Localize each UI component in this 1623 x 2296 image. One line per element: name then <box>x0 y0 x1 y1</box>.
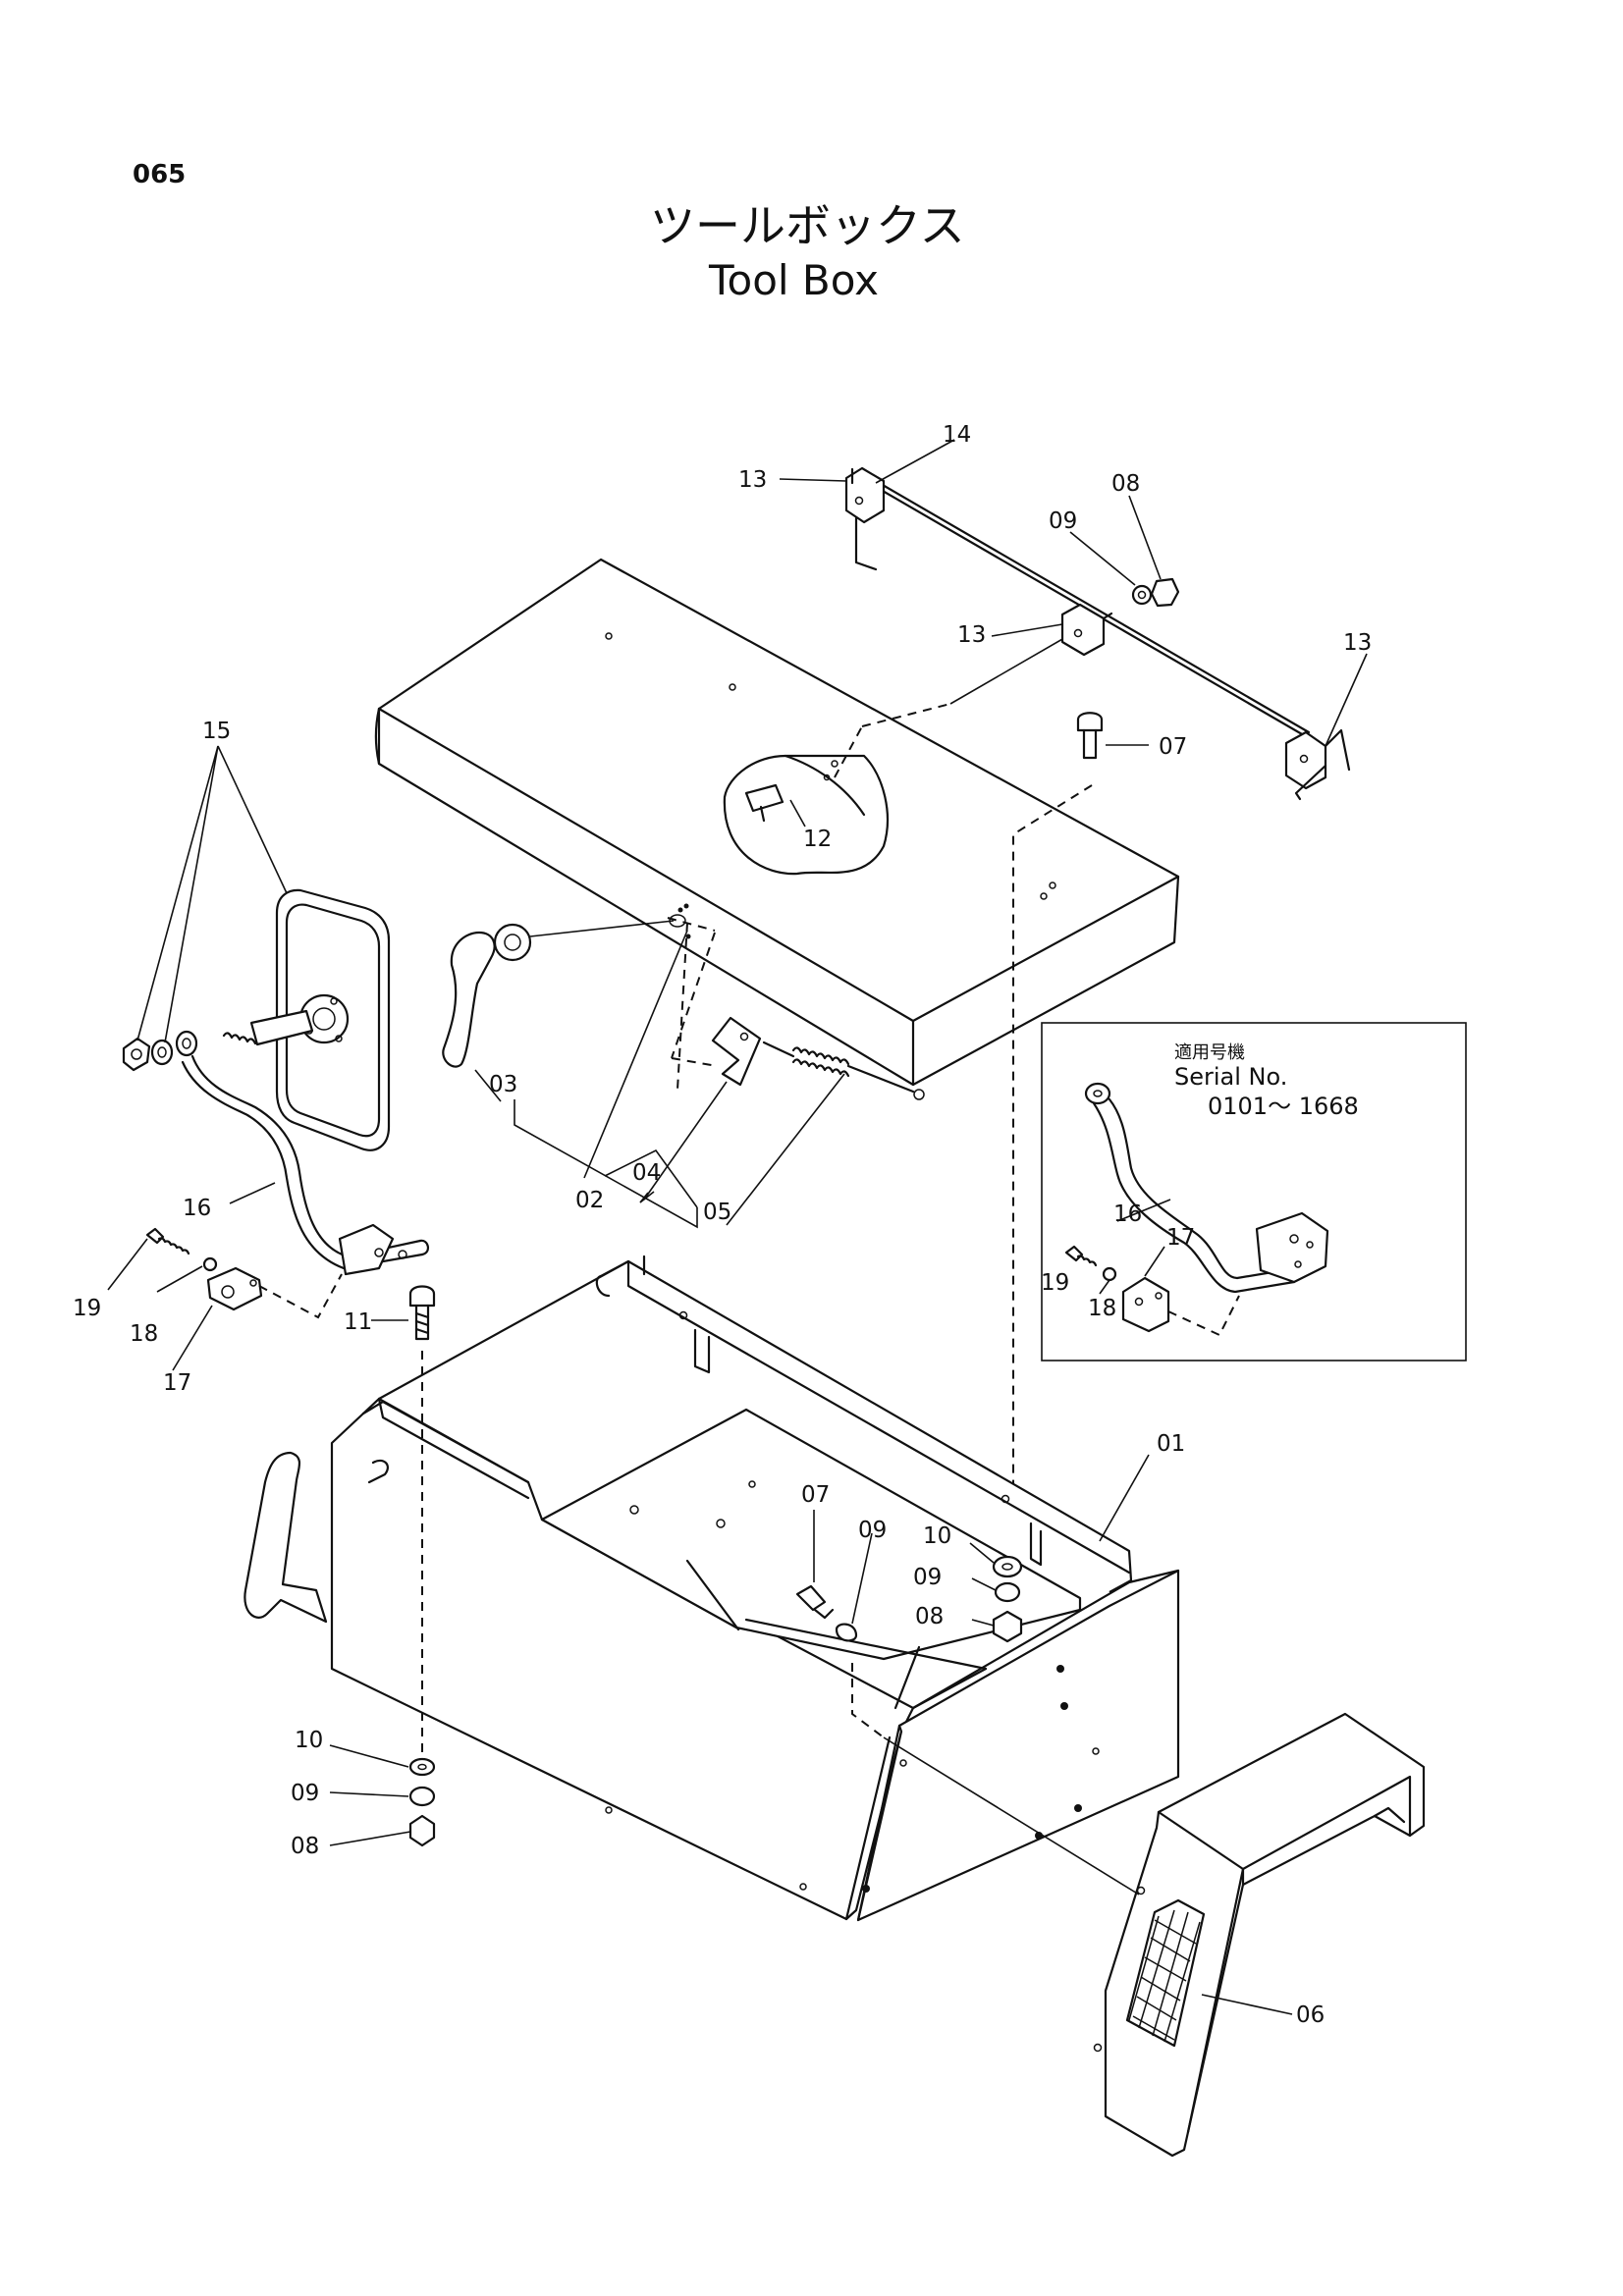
inset-applicable-label: 適用号機 <box>1174 1042 1245 1063</box>
mirror-assembly <box>122 745 429 1371</box>
lid-handle-lock <box>442 903 925 1229</box>
callout-05: 05 <box>703 1200 731 1225</box>
callout-19-inset: 19 <box>1041 1270 1069 1296</box>
callout-08-right: 08 <box>915 1604 944 1629</box>
callout-09-right: 09 <box>913 1565 942 1590</box>
callout-08-left: 08 <box>291 1834 319 1859</box>
body-hardware <box>329 799 1023 1847</box>
callout-17: 17 <box>163 1370 191 1396</box>
callout-15: 15 <box>202 719 231 744</box>
callout-09-upper: 09 <box>1049 508 1077 534</box>
callout-09-left: 09 <box>291 1781 319 1806</box>
callout-08-upper: 08 <box>1111 471 1140 497</box>
tool-box-lid <box>374 558 1180 1091</box>
callout-12: 12 <box>803 827 832 852</box>
callout-07-upper: 07 <box>1159 734 1187 760</box>
callout-18: 18 <box>130 1321 158 1347</box>
page-number: 065 <box>133 160 186 189</box>
callout-16-inset: 16 <box>1113 1201 1142 1227</box>
callout-13-right: 13 <box>1343 630 1372 656</box>
callout-01: 01 <box>1157 1431 1185 1457</box>
callout-18-inset: 18 <box>1088 1296 1116 1321</box>
callout-16: 16 <box>183 1196 211 1221</box>
callout-06: 06 <box>1296 2002 1325 2028</box>
inset-serial-label: Serial No. <box>1174 1063 1287 1091</box>
title-japanese: ツールボックス <box>650 199 965 252</box>
callout-13-top: 13 <box>738 467 767 493</box>
callout-labels: 01 02 03 04 05 06 07 07 08 08 08 09 09 0… <box>73 422 1372 2028</box>
callout-10-left: 10 <box>295 1728 323 1753</box>
callout-leaders <box>107 439 1368 1291</box>
title-english: Tool Box <box>708 256 879 304</box>
callout-07-lower: 07 <box>801 1482 830 1508</box>
cover-06 <box>883 1712 1426 2158</box>
hinge-rod-assembly <box>844 466 1351 801</box>
callout-19: 19 <box>73 1296 101 1321</box>
callout-04: 04 <box>632 1160 661 1186</box>
callout-03: 03 <box>489 1072 517 1097</box>
callout-10-right: 10 <box>923 1523 951 1549</box>
tool-box-body <box>243 1255 1180 1922</box>
inset-serial-range: 0101〜 1668 <box>1208 1093 1359 1120</box>
bolt-07-upper <box>1012 712 1149 1490</box>
callout-02: 02 <box>575 1188 604 1213</box>
inset-serial-variant: 適用号機 Serial No. 0101〜 1668 <box>1041 1022 1467 1362</box>
callout-13-middle: 13 <box>957 622 986 648</box>
callout-09-middle: 09 <box>858 1518 887 1543</box>
callout-11: 11 <box>344 1309 372 1335</box>
callout-17-inset: 17 <box>1166 1225 1195 1251</box>
